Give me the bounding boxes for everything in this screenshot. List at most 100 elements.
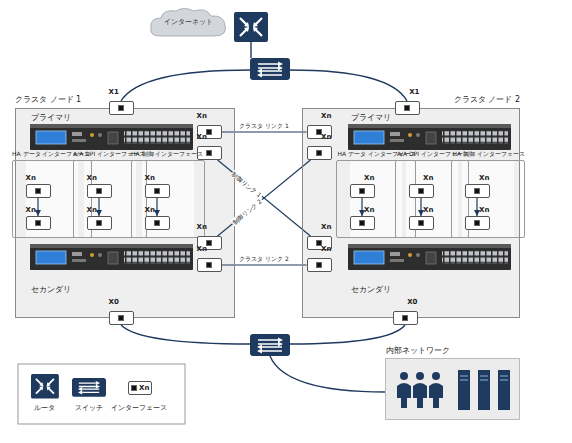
interface-box: X1 [395,101,420,115]
interface-name: X1 [409,88,419,97]
port-icon [35,220,41,226]
interface-name: Xn [364,171,374,183]
port-icon [474,188,480,194]
port-icon [35,188,41,194]
port-icon [118,315,124,321]
legend-text: ルータ [34,404,55,413]
sub-ground [462,160,514,238]
legend-text: スイッチ [75,404,103,413]
link-label: クラスタ リンク 1 [238,122,290,129]
port-icon [316,262,322,268]
interface-name: Xn [423,203,433,215]
interface-name: Xn [26,171,36,183]
switch-symbol [250,58,290,80]
port-icon [474,220,480,226]
port-icon [154,220,160,226]
legend-sample-text: Xn [139,384,149,393]
port-icon [206,129,212,135]
port-icon [96,188,102,194]
interface-box: Xn [145,216,170,230]
interface-box: Xn [87,184,112,198]
interface-name: Xn [321,245,331,254]
interface-name: Xn [321,112,331,121]
interface-name: Xn [87,203,97,215]
legend-text: インターフェース [111,404,167,413]
port-icon [316,129,322,135]
port-icon [359,188,365,194]
interface-name: Xn [87,171,97,183]
connector [218,160,311,236]
connector [37,198,38,216]
net-box: 内部ネットワーク [385,358,520,420]
switch-symbol [250,334,290,356]
server-icon [458,370,510,410]
interface-name: X0 [407,298,417,307]
interface-name: Xn [145,203,155,215]
interface-name: Xn [423,171,433,183]
uplink-wire [290,70,407,101]
sub-ground [142,160,194,238]
link-label: 制御リンク 1 [230,170,264,199]
interface-box: Xn [26,184,51,198]
port-icon [404,105,410,111]
connector [156,198,157,216]
sub-ground [26,160,78,238]
interface-box: Xn [87,216,112,230]
sub-box: HA 制御 インターフェースXnXn [131,160,205,238]
link-label: クラスタ リンク 2 [238,255,290,262]
connector [420,198,421,216]
appliance-secondary [30,244,193,270]
port-icon [206,150,212,156]
cluster-box: クラスタ ノード 1プライマリセカンダリX1XnXnHA データ インターフェー… [15,108,235,318]
port-icon [96,220,102,226]
interface-name: Xn [197,112,207,121]
interface-box: Xn [465,184,490,198]
interface-box: Xn [465,216,490,230]
net-ground [385,358,520,420]
interface-box: Xn [350,216,375,230]
interface-box: Xn [350,184,375,198]
appliance-secondary [348,244,511,270]
appliance-primary [348,124,511,150]
sub-box: A/A DPI インターフェースXnXn [73,160,147,238]
node-heading: 内部ネットワーク [386,346,450,356]
interface-name: Xn [197,133,207,142]
cloud-box: インターネット [148,6,228,38]
sub-box: HA データ インターフェースXnXn [12,160,92,238]
switch-symbol [72,378,106,397]
port-icon [418,188,424,194]
users-icon [397,372,443,408]
port-icon [206,240,212,246]
interface-box: Xn [145,184,170,198]
router-symbol [31,374,59,399]
sub-box: HA 制御 インターフェースXnXn [451,160,525,238]
interface-box: Xn [307,146,332,160]
sub-box: A/A DPI インターフェースXnXn [395,160,469,238]
uplink-wire [121,70,250,101]
port-icon [131,385,137,391]
port-icon [118,105,124,111]
lan-wire [270,356,385,392]
node-role: プライマリ [31,113,71,123]
port-icon [418,220,424,226]
interface-name: Xn [197,223,207,232]
sub-box: HA データ インターフェースXnXn [336,160,416,238]
node-role: セカンダリ [351,285,391,295]
interface-box: Xn [26,216,51,230]
port-icon [206,262,212,268]
node-heading: クラスタ ノード 2 [454,95,520,105]
cluster-ground [15,108,235,318]
legend-box [18,364,185,424]
interface-name: Xn [479,203,489,215]
node-role: プライマリ [351,113,391,123]
node-heading: インターネット [148,17,228,27]
lan-wire [290,325,405,344]
interface-name: Xn [26,203,36,215]
port-icon [316,240,322,246]
port-icon [402,315,408,321]
interface-box: Xn [409,216,434,230]
node-heading: クラスタ ノード 1 [15,95,81,105]
node-role: セカンダリ [31,285,71,295]
interface-name: Xn [479,171,489,183]
port-icon [316,150,322,156]
